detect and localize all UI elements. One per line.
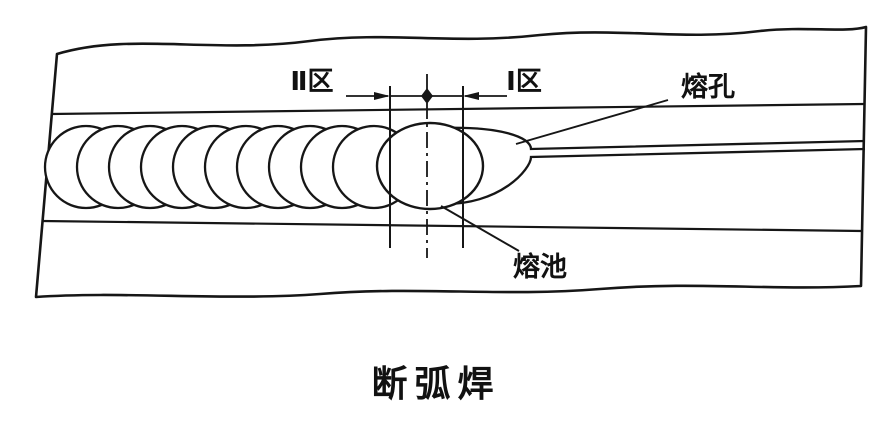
weld-bead-row: [43, 124, 417, 210]
molten-pool-leader-line: [440, 205, 520, 252]
zone2-label: Ⅱ区: [290, 67, 333, 97]
seam-top-line: [50, 102, 865, 116]
melt-hole-label: 熔孔: [681, 71, 735, 103]
arrowhead-left-icon: [463, 92, 479, 100]
molten-pool-label: 熔池: [513, 251, 567, 283]
molten-pool-shape: [375, 121, 485, 211]
zone1-label: Ⅰ区: [506, 67, 542, 97]
seam-bottom-line: [41, 219, 863, 233]
diagram-caption: 断弧焊: [371, 364, 500, 405]
arrowhead-right-icon: [374, 92, 390, 100]
melt-hole-shape: [439, 126, 866, 206]
center-diamond-icon: [421, 88, 433, 104]
melt-hole-leader-line: [515, 99, 669, 145]
